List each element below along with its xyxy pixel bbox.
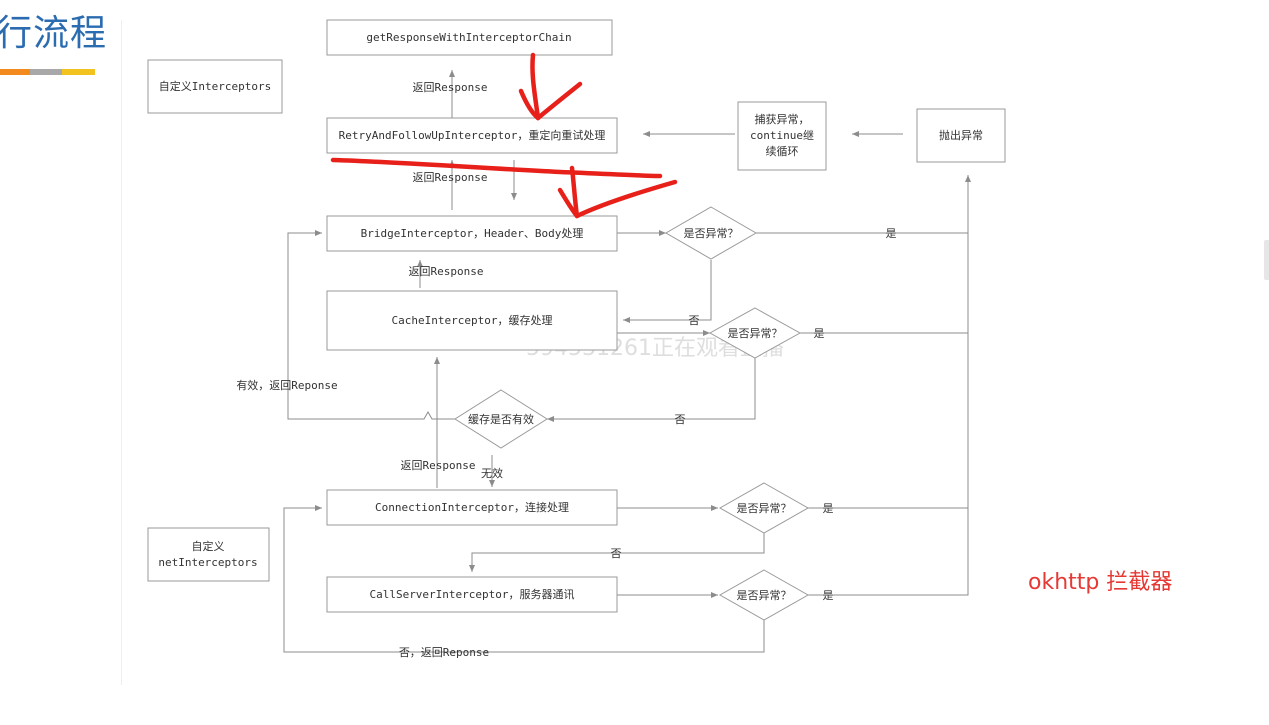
decision-callserver-exception-label: 是否异常？ [737,589,792,602]
node-callserver: CallServerInterceptor，服务器通讯 [326,576,618,613]
label-yes-3: 是 [823,502,834,515]
red-arrow-head-2 [557,179,678,219]
node-custom-net-line2: netInterceptors [158,556,257,569]
red-strike-line [330,157,663,179]
node-bridge-label: BridgeInterceptor，Header、Body处理 [361,227,584,240]
decision-cache-valid: 缓存是否有效 [454,389,548,449]
label-no-1: 否 [689,314,700,327]
red-annotations [330,52,678,219]
node-connection: ConnectionInterceptor，连接处理 [326,489,618,526]
label-return-response-1: 返回Response [413,81,488,94]
node-get-response: getResponseWithInterceptorChain [326,19,613,56]
decision-cache-exception: 是否异常？ [708,307,802,359]
decision-cache-exception-label: 是否异常？ [728,327,783,340]
red-arrow-head-1 [518,81,583,121]
side-scroll-tab[interactable] [1264,240,1269,280]
decision-connection-exception-label: 是否异常？ [737,502,792,515]
label-no-2: 否 [675,413,686,426]
node-bridge: BridgeInterceptor，Header、Body处理 [326,215,618,252]
node-catch-exception: 捕获异常， continue继 续循环 [737,101,827,171]
label-yes-1: 是 [886,227,897,240]
edge-labels: 返回Response 返回Response 返回Response 返回Respo… [236,81,896,659]
label-invalid: 无效 [481,466,503,480]
arrow-yes-to-throw [808,175,971,596]
label-yes-2: 是 [814,327,825,340]
okhttp-note: okhttp 拦截器 [1028,570,1173,595]
connectors [283,70,971,653]
node-custom-net-interceptors: 自定义 netInterceptors [147,527,270,582]
node-cache-label: CacheInterceptor，缓存处理 [392,313,553,327]
node-throw-exception: 抛出异常 [916,108,1006,163]
arrow-check4-no-loop [283,505,765,653]
node-get-response-label: getResponseWithInterceptorChain [366,31,571,44]
node-catch-line3: 续循环 [766,144,799,158]
decision-bridge-exception: 是否异常？ [665,206,757,260]
label-valid-return: 有效，返回Reponse [236,378,337,392]
accent-segment-orange [0,69,30,75]
node-custom-interceptors: 自定义Interceptors [147,59,283,114]
panel-divider [121,20,122,685]
node-retry-label: RetryAndFollowUpInterceptor，重定向重试处理 [339,128,606,142]
decision-callserver-exception: 是否异常？ [718,569,810,621]
label-return-response-2: 返回Response [413,171,488,184]
accent-segment-yellow [62,69,95,75]
arrow-check1-no [623,260,712,323]
decision-connection-exception: 是否异常？ [718,482,810,534]
node-catch-line1: 捕获异常， [755,112,810,126]
node-cache: CacheInterceptor，缓存处理 [326,290,618,351]
label-return-response-4: 返回Response [401,459,476,472]
slide-title: 行流程 [0,13,108,54]
label-yes-4: 是 [823,589,834,602]
node-callserver-label: CallServerInterceptor，服务器通讯 [369,588,574,601]
node-custom-net-line1: 自定义 [192,539,225,553]
node-catch-line2: continue继 [750,129,814,142]
node-throw-label: 抛出异常 [939,128,983,142]
accent-segment-gray [30,69,62,75]
node-retry: RetryAndFollowUpInterceptor，重定向重试处理 [326,117,618,154]
red-arrow-shaft-1 [530,52,541,121]
decision-bridge-exception-label: 是否异常？ [684,227,739,240]
node-connection-label: ConnectionInterceptor，连接处理 [375,501,569,514]
node-custom-interceptors-label: 自定义Interceptors [159,79,271,93]
arrow-check3-no [469,532,765,572]
label-return-response-3: 返回Response [409,265,484,278]
arrow-valid-to-bridge [287,230,455,420]
title-accent-bar [0,69,95,75]
label-no-3: 否 [611,547,622,560]
label-no-return: 否，返回Reponse [399,646,489,659]
decision-cache-valid-label: 缓存是否有效 [468,412,534,426]
arrow-check2-no [547,357,756,422]
